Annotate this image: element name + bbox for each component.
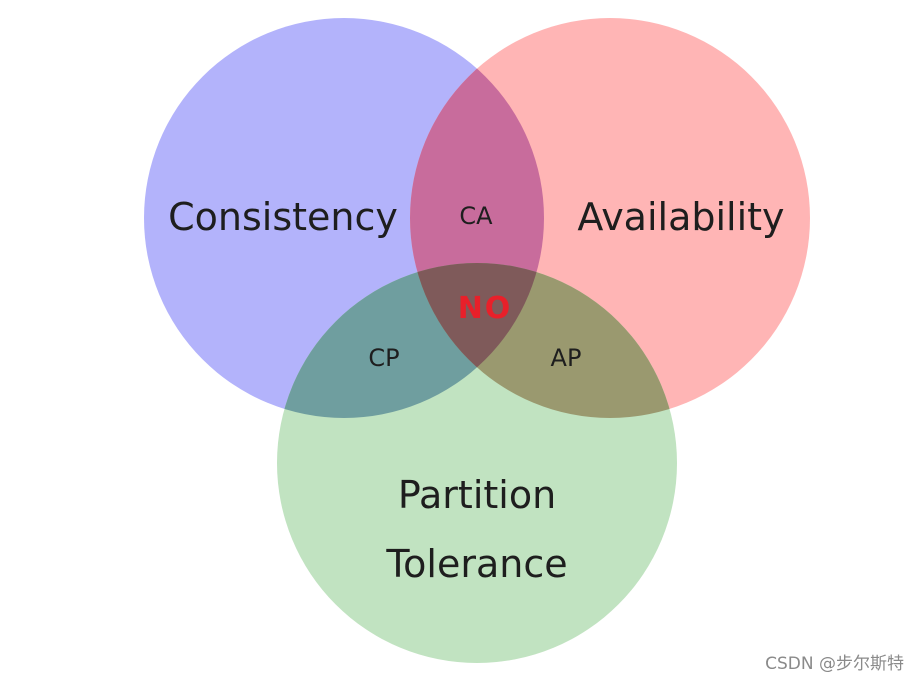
ap-label: AP xyxy=(551,344,582,372)
availability-label: Availability xyxy=(577,195,784,239)
no-label: NO xyxy=(458,291,513,326)
watermark-text: CSDN @步尔斯特 xyxy=(765,654,904,674)
ap-overlap-region xyxy=(410,263,677,418)
cp-label: CP xyxy=(368,344,399,372)
partition-label-line1: Partition xyxy=(398,473,556,517)
partition-label-line2: Tolerance xyxy=(385,542,567,586)
consistency-label: Consistency xyxy=(168,195,398,239)
ca-label: CA xyxy=(459,202,493,230)
cp-overlap-region xyxy=(277,263,544,418)
